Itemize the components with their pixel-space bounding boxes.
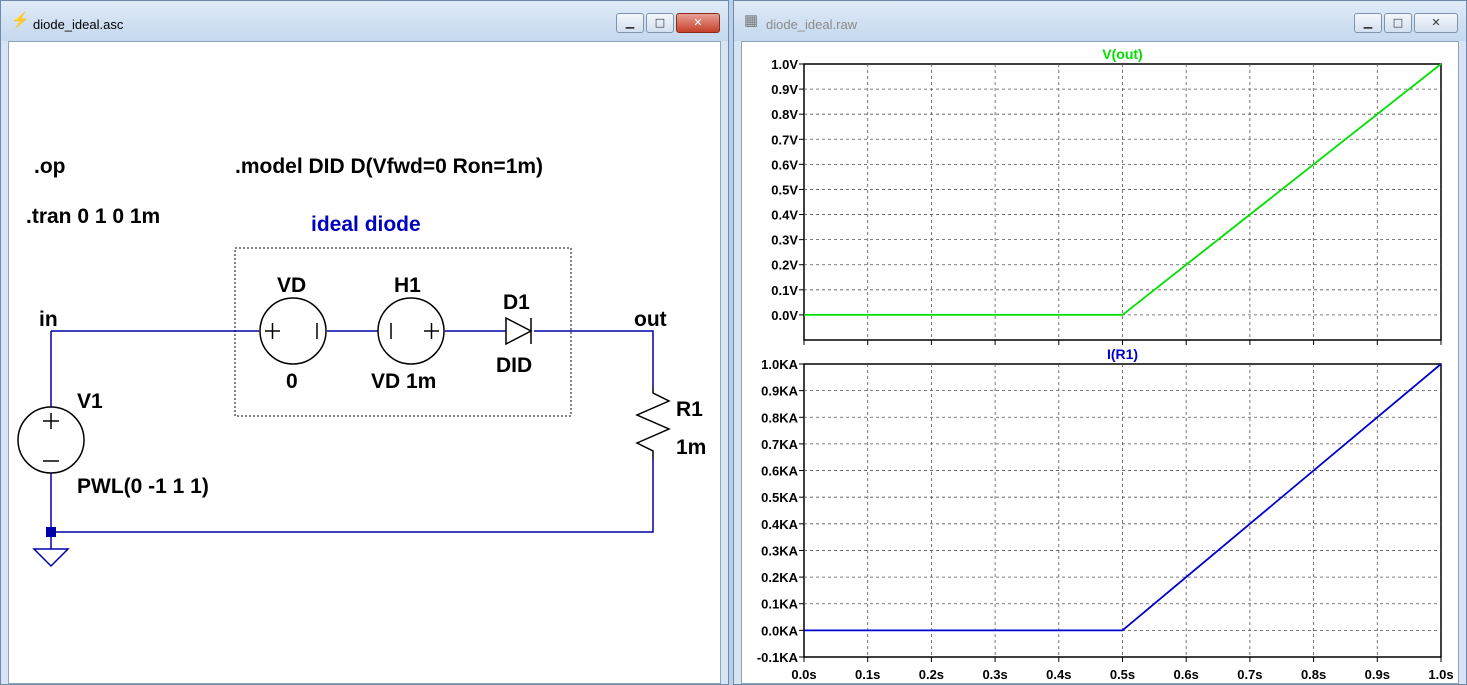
y-tick-label: 0.9V	[771, 82, 798, 97]
window-title: diode_ideal.raw	[766, 17, 858, 32]
ground-node-marker	[46, 527, 56, 537]
x-tick-label: 0.3s	[982, 667, 1007, 682]
y-tick-label: 0.1KA	[761, 597, 798, 612]
window-title: diode_ideal.asc	[33, 17, 124, 32]
minimize-button[interactable]: ▁	[1354, 13, 1382, 33]
group-label[interactable]: ideal diode	[311, 213, 421, 236]
x-tick-label: 0.5s	[1110, 667, 1135, 682]
h1-current-controlled-source[interactable]	[377, 297, 445, 365]
d1-diode[interactable]	[505, 316, 533, 346]
ground-icon[interactable]	[32, 548, 70, 568]
wire-r1-bottom	[51, 459, 654, 533]
x-tick-label: 0.7s	[1237, 667, 1262, 682]
y-tick-label: 0.0KA	[761, 623, 798, 638]
y-tick-label: 0.3V	[771, 233, 798, 248]
close-button[interactable]: ✕	[1414, 13, 1458, 33]
minimize-button[interactable]: ▁	[616, 13, 644, 33]
r1-resistor[interactable]	[635, 387, 671, 459]
directive-model[interactable]: .model DID D(Vfwd=0 Ron=1m)	[235, 155, 543, 178]
h1-value[interactable]: VD 1m	[371, 370, 436, 393]
window-controls: ▁ □ ✕	[614, 13, 720, 33]
x-tick-label: 0.0s	[791, 667, 816, 682]
schematic-canvas[interactable]: .op .tran 0 1 0 1m .model DID D(Vfwd=0 R…	[8, 41, 721, 684]
x-tick-label: 0.2s	[919, 667, 944, 682]
maximize-button[interactable]: □	[1384, 13, 1412, 33]
v1-name[interactable]: V1	[77, 390, 103, 413]
y-tick-label: 0.8KA	[761, 410, 798, 425]
pane-title: V(out)	[1102, 46, 1142, 62]
y-tick-label: 0.5V	[771, 182, 798, 197]
x-tick-label: 0.9s	[1365, 667, 1390, 682]
h1-name[interactable]: H1	[394, 274, 421, 297]
waveform-titlebar[interactable]: ▦ diode_ideal.raw ▁ □ ✕	[734, 1, 1466, 41]
close-button[interactable]: ✕	[676, 13, 720, 33]
y-tick-label: 0.2V	[771, 258, 798, 273]
y-tick-label: 1.0KA	[761, 357, 798, 372]
y-tick-label: 0.6V	[771, 157, 798, 172]
ideal-diode-group-box	[234, 247, 572, 417]
series-line-v-out-	[804, 63, 1442, 316]
y-tick-label: 1.0V	[771, 57, 798, 72]
r1-value[interactable]: 1m	[676, 436, 706, 459]
pane-1: 0.0V 0.1V 0.2V 0.3V 0.4V 0.5V 0.6V 0.7V 0.8V 0.9V…	[771, 46, 1442, 345]
schematic-drawing[interactable]: .op .tran 0 1 0 1m .model DID D(Vfwd=0 R…	[9, 42, 721, 684]
y-tick-label: 0.4KA	[761, 517, 798, 532]
x-tick-label: 1.0s	[1428, 667, 1453, 682]
maximize-button[interactable]: □	[646, 13, 674, 33]
net-label-in[interactable]: in	[39, 308, 58, 331]
d1-value[interactable]: DID	[496, 354, 532, 377]
series-line-i-r1-	[804, 363, 1442, 632]
y-tick-label: 0.1V	[771, 283, 798, 298]
x-tick-label: 0.6s	[1174, 667, 1199, 682]
directive-tran[interactable]: .tran 0 1 0 1m	[26, 205, 160, 228]
v1-value[interactable]: PWL(0 -1 1 1)	[77, 475, 209, 498]
v1-voltage-source[interactable]	[17, 406, 85, 474]
net-label-out[interactable]: out	[634, 308, 667, 331]
pane-title: I(R1)	[1107, 346, 1138, 362]
wire-out	[534, 330, 654, 387]
y-tick-label: 0.6KA	[761, 464, 798, 479]
x-axis-labels: 0.0s 0.1s 0.2s 0.3s 0.4s 0.5s 0.6s 0.7s 0.8s 0.9s…	[791, 667, 1453, 682]
y-tick-label: 0.9KA	[761, 384, 798, 399]
waveform-canvas[interactable]: 0.0V 0.1V 0.2V 0.3V 0.4V 0.5V 0.6V 0.7V 0.8V 0.9V…	[741, 41, 1459, 684]
waveform-window: ▦ diode_ideal.raw ▁ □ ✕ 0.0V 0.1V 0.2V 0.3V…	[733, 0, 1467, 685]
x-tick-label: 0.4s	[1046, 667, 1071, 682]
schematic-titlebar[interactable]: ⚡ diode_ideal.asc ▁ □ ✕	[1, 1, 728, 41]
y-tick-label: 0.8V	[771, 107, 798, 122]
vd-value[interactable]: 0	[286, 370, 298, 393]
wires	[50, 330, 654, 549]
y-tick-label: 0.4V	[771, 208, 798, 223]
d1-name[interactable]: D1	[503, 291, 530, 314]
vd-voltage-source[interactable]	[259, 297, 327, 365]
waveform-plot[interactable]: 0.0V 0.1V 0.2V 0.3V 0.4V 0.5V 0.6V 0.7V 0.8V 0.9V…	[742, 42, 1459, 684]
y-tick-label: 0.7KA	[761, 437, 798, 452]
vd-name[interactable]: VD	[277, 274, 306, 297]
y-tick-label: -0.1KA	[757, 650, 799, 665]
schematic-window: ⚡ diode_ideal.asc ▁ □ ✕ .op .tran 0 1 0 …	[0, 0, 729, 685]
y-tick-label: 0.0V	[771, 308, 798, 323]
r1-name[interactable]: R1	[676, 398, 703, 421]
x-tick-label: 0.1s	[855, 667, 880, 682]
y-tick-label: 0.2KA	[761, 570, 798, 585]
wire-in	[50, 330, 259, 409]
x-tick-label: 0.8s	[1301, 667, 1326, 682]
window-controls: ▁ □ ✕	[1352, 13, 1458, 33]
ltspice-schematic-icon: ⚡	[11, 12, 30, 29]
pane-2: -0.1KA 0.0KA 0.1KA 0.2KA 0.3KA 0.4KA 0.5KA 0.6K…	[757, 346, 1442, 665]
y-tick-label: 0.5KA	[761, 490, 798, 505]
y-tick-label: 0.3KA	[761, 543, 798, 558]
waveform-viewer-icon: ▦	[744, 12, 759, 29]
y-tick-label: 0.7V	[771, 132, 798, 147]
directive-op[interactable]: .op	[34, 155, 66, 178]
